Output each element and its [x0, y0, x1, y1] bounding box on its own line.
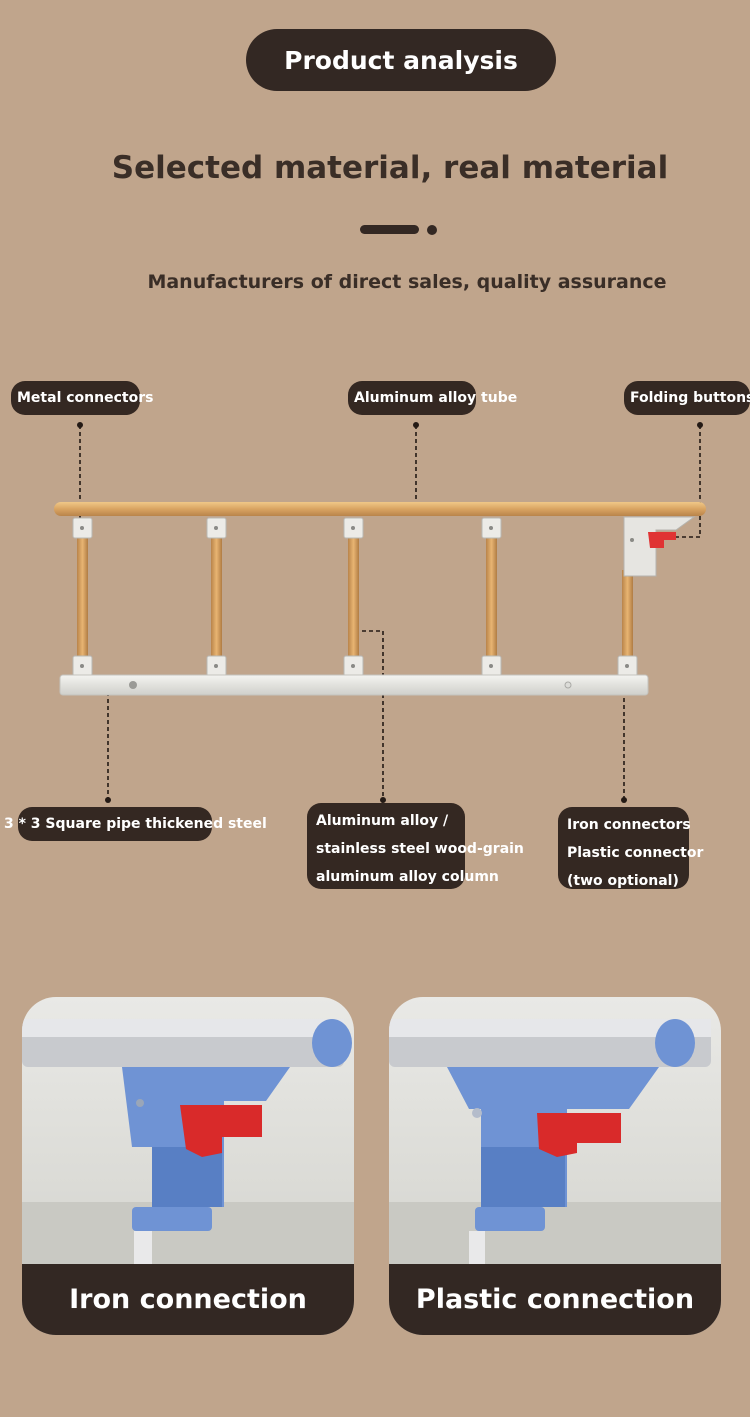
callout-text-line: aluminum alloy column	[316, 869, 499, 885]
callout-text: Folding buttons	[630, 390, 750, 406]
callout-text-line: Plastic connector	[567, 845, 704, 861]
photo-iron-connection: Iron connection	[22, 997, 354, 1335]
aluminum-tube	[54, 502, 706, 516]
photo-caption: Plastic connection	[389, 1264, 721, 1335]
callout-text-line: Aluminum alloy /	[316, 813, 449, 829]
plastic-connector-illustration	[389, 1019, 721, 1272]
callout-column-material: Aluminum alloy / stainless steel wood-gr…	[307, 803, 524, 889]
callout-text: Metal connectors	[17, 390, 154, 406]
square-pipe	[59, 674, 649, 696]
bed-rail-illustration	[54, 422, 706, 803]
columns	[77, 534, 633, 660]
iron-connector-illustration	[22, 1019, 354, 1272]
divider-dot	[427, 225, 437, 235]
callout-text: 3 * 3 Square pipe thickened steel	[4, 816, 267, 832]
top-connectors	[72, 517, 502, 539]
headline: Selected material, real material	[111, 150, 669, 186]
photo-caption: Iron connection	[22, 1264, 354, 1335]
callout-text-line: Iron connectors	[567, 817, 691, 833]
callout-square-pipe: 3 * 3 Square pipe thickened steel	[4, 807, 267, 841]
callout-aluminum-tube: Aluminum alloy tube	[348, 381, 517, 415]
leader-dots	[77, 422, 703, 803]
callout-text-line: (two optional)	[567, 873, 679, 889]
folding-bracket	[623, 516, 696, 577]
callout-text-line: stainless steel wood-grain	[316, 841, 524, 857]
callout-metal-connectors: Metal connectors	[11, 381, 153, 415]
section-title-pill: Product analysis	[246, 29, 556, 91]
section-title: Product analysis	[284, 45, 518, 75]
divider-bar	[360, 225, 419, 234]
callout-folding-buttons: Folding buttons	[624, 381, 750, 415]
callout-text: Aluminum alloy tube	[354, 390, 518, 406]
callout-connectors: Iron connectors Plastic connector (two o…	[558, 807, 704, 889]
subheadline: Manufacturers of direct sales, quality a…	[147, 271, 667, 293]
leader-lines	[79, 425, 701, 800]
photo-plastic-connection: Plastic connection	[389, 997, 721, 1335]
